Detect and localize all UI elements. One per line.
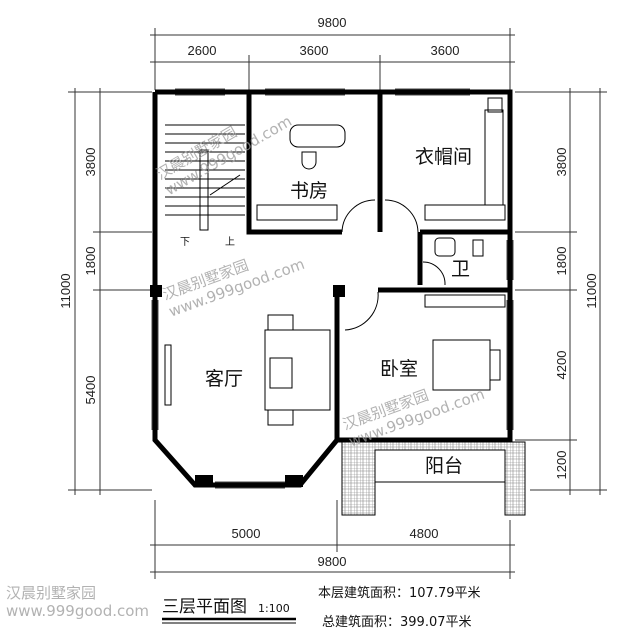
dim-top-2: 3600 xyxy=(300,43,329,58)
dim-left-2: 1800 xyxy=(83,247,98,276)
watermark-name: 汉晨别墅家园 xyxy=(6,584,96,602)
sofa-set xyxy=(264,329,331,411)
dim-bottom-1: 5000 xyxy=(232,526,261,541)
stair-down-label: 下 xyxy=(180,237,190,248)
floor-area: 本层建筑面积：107.79平米 xyxy=(318,585,481,601)
desk xyxy=(289,124,346,148)
dim-right-1: 3800 xyxy=(554,148,569,177)
drawing-scale: 1:100 xyxy=(258,602,290,615)
right-dimensions: 11000 3800 1800 4200 1200 xyxy=(515,88,607,495)
cloak-wardrobe-1 xyxy=(424,204,506,221)
dim-right-total: 11000 xyxy=(584,273,599,308)
sink xyxy=(434,237,456,257)
room-study: 书房 xyxy=(290,180,328,202)
balcony-rail xyxy=(374,449,506,483)
room-bedroom: 卧室 xyxy=(380,358,418,380)
tea-table xyxy=(269,357,293,389)
drawing-title: 三层平面图 xyxy=(162,597,247,617)
doors xyxy=(341,199,446,331)
bed xyxy=(432,339,491,391)
dim-top-total: 9800 xyxy=(318,15,347,30)
dim-right-4: 1200 xyxy=(554,451,569,480)
staircase[interactable] xyxy=(165,124,245,231)
furniture xyxy=(164,97,506,426)
total-area: 总建筑面积：399.07平米 xyxy=(322,614,472,630)
dim-top-1: 2600 xyxy=(188,43,217,58)
top-dimensions: 9800 2600 3600 3600 xyxy=(150,15,515,90)
dim-bottom-total: 9800 xyxy=(318,554,347,569)
watermark-url: www.999good.com xyxy=(6,602,149,620)
dim-right-2: 1800 xyxy=(554,247,569,276)
bottom-dimensions: 5000 4800 9800 xyxy=(150,500,515,579)
dim-left-total: 11000 xyxy=(58,273,73,308)
room-bathroom: 卫 xyxy=(451,258,470,280)
chair xyxy=(301,151,317,170)
room-living: 客厅 xyxy=(205,368,243,390)
dim-left-3: 5400 xyxy=(83,376,98,405)
duct xyxy=(487,97,503,113)
tv-cabinet xyxy=(164,344,172,406)
dim-top-3: 3600 xyxy=(431,43,460,58)
walls xyxy=(150,89,513,488)
study-wardrobe xyxy=(256,204,338,221)
windows xyxy=(151,88,514,489)
stair-up-label: 上 xyxy=(225,236,235,248)
bedroom-wardrobe xyxy=(424,294,506,308)
cloak-wardrobe-2 xyxy=(484,109,504,206)
room-cloakroom: 衣帽间 xyxy=(415,146,472,168)
dim-right-3: 4200 xyxy=(554,351,569,380)
toilet xyxy=(472,239,484,257)
room-balcony: 阳台 xyxy=(425,455,463,477)
left-dimensions: 11000 3800 1800 5400 xyxy=(58,88,152,495)
dim-bottom-2: 4800 xyxy=(410,526,439,541)
dim-left-1: 3800 xyxy=(83,148,98,177)
